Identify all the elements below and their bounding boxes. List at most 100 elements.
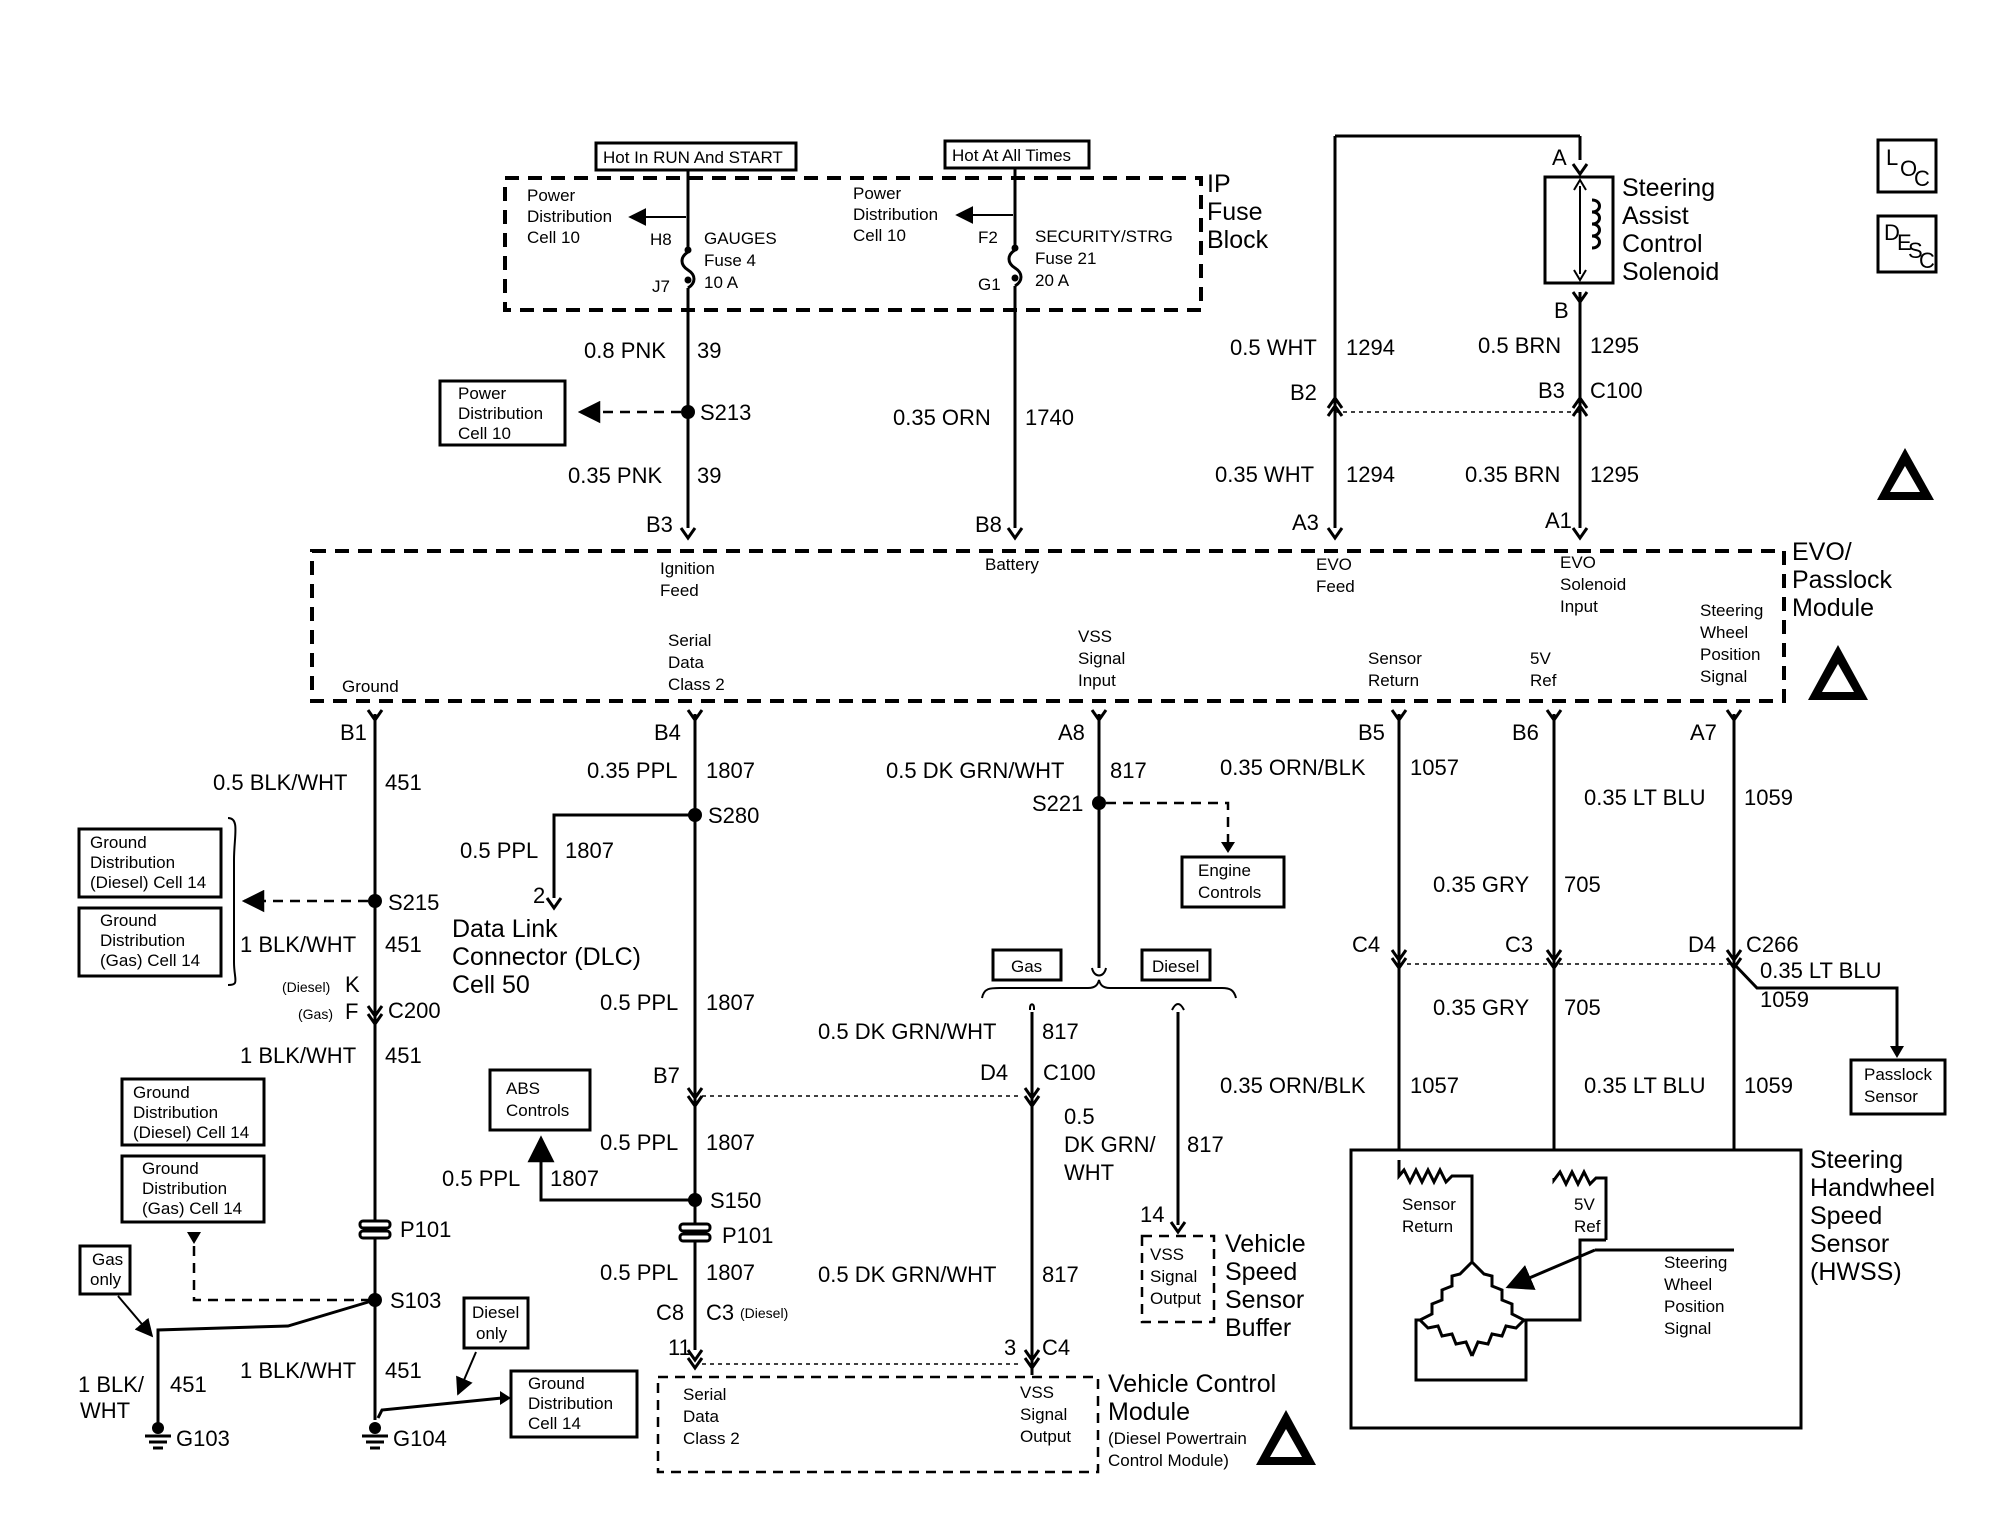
conn-b6: B6	[1512, 720, 1539, 745]
vcm-label-1: Vehicle Control	[1108, 1370, 1276, 1398]
vcm-serial-2: Data	[683, 1407, 719, 1426]
gd-diesel-b-1: Ground	[133, 1083, 190, 1102]
diesel-only-box	[462, 1296, 530, 1350]
vss-buffer	[1140, 1234, 1216, 1324]
wire-gry-b: 0.35 GRY	[1433, 995, 1530, 1020]
conn-vss-pin: 14	[1140, 1202, 1164, 1227]
gas-label: Gas	[1011, 957, 1042, 976]
conn-g103: G103	[176, 1426, 230, 1451]
gd-diesel-a-3: (Diesel) Cell 14	[90, 873, 206, 892]
wire-brn-035: 0.35 BRN	[1465, 462, 1560, 487]
ground-g104-icon	[362, 1422, 388, 1450]
conn-c8: C8	[656, 1300, 684, 1325]
gas-box	[991, 948, 1063, 982]
vcm-serial-1: Serial	[683, 1385, 726, 1404]
conn-c3d-note: (Diesel)	[740, 1305, 788, 1321]
wire-brn-05: 0.5 BRN	[1478, 333, 1561, 358]
hot-all-times-box	[943, 139, 1091, 170]
vcm-vss-2: Signal	[1020, 1405, 1067, 1424]
conn-f-note: (Gas)	[298, 1006, 333, 1022]
pd10-box-1: Power	[458, 384, 507, 403]
evo-feed-1: EVO	[1316, 555, 1352, 574]
gd14-1: Ground	[528, 1374, 585, 1393]
pd10-box-3: Cell 10	[458, 424, 511, 443]
gd-gas-b-3: (Gas) Cell 14	[142, 1199, 242, 1218]
gd-diesel-a-1: Ground	[90, 833, 147, 852]
gd-diesel-b-3: (Diesel) Cell 14	[133, 1123, 249, 1142]
hwss-label-1: Steering	[1810, 1146, 1903, 1174]
conn-c100-m: C100	[1043, 1060, 1096, 1085]
engine-1: Engine	[1198, 861, 1251, 880]
wire-c1059-c: 1059	[1744, 1073, 1793, 1098]
wire-ornblk-a: 0.35 ORN/BLK	[1220, 755, 1366, 780]
evo-sensor-ret-2: Return	[1368, 671, 1419, 690]
wire-blk-1: 1 BLK/	[78, 1372, 145, 1397]
splice-s213: S213	[700, 400, 751, 425]
evo-vss-2: Signal	[1078, 649, 1125, 668]
vss-buffer-inner-1: VSS	[1150, 1245, 1184, 1264]
abs-box	[488, 1068, 592, 1132]
vcm-serial-3: Class 2	[683, 1429, 740, 1448]
passlock-1: Passlock	[1864, 1065, 1933, 1084]
pd10-box-2: Distribution	[458, 404, 543, 423]
wire-ppl-035: 0.35 PPL	[587, 758, 678, 783]
fuse4-pin-in: H8	[650, 230, 672, 249]
evo-swps-4: Signal	[1700, 667, 1747, 686]
pd-cell-b-3: Cell 10	[853, 226, 906, 245]
gd-gas-a-2: Distribution	[100, 931, 185, 950]
evo-vref-2: Ref	[1530, 671, 1557, 690]
gd-gas-box-b	[120, 1154, 266, 1224]
pd-cell-a-1: Power	[527, 186, 576, 205]
wire-ppl-05-c: 0.5 PPL	[600, 1130, 678, 1155]
wire-ppl-05-a: 0.5 PPL	[460, 838, 538, 863]
sol-pin-b: B	[1554, 298, 1569, 323]
dlc-label-3: Cell 50	[452, 971, 530, 999]
diesel-only-1: Diesel	[472, 1303, 519, 1322]
conn-b4: B4	[654, 720, 681, 745]
evo-label-3: Module	[1792, 594, 1874, 622]
wire-c817-b: 817	[1042, 1019, 1079, 1044]
conn-b7: B7	[653, 1063, 680, 1088]
evo-serial-1: Serial	[668, 631, 711, 650]
wire-blkwht-1-b: 1 BLK/WHT	[240, 1043, 356, 1068]
ip-fuse-block-label-3: Block	[1207, 226, 1269, 254]
fuse21-pin-in: F2	[978, 228, 998, 247]
hot-run-start-label: Hot In RUN And START	[603, 148, 783, 167]
fuse4-fuse: Fuse 4	[704, 251, 756, 270]
conn-a3: A3	[1292, 510, 1319, 535]
evo-ignition-2: Feed	[660, 581, 699, 600]
wire-wht-05: 0.5 WHT	[1230, 335, 1317, 360]
abs-2: Controls	[506, 1101, 569, 1120]
hwss-swps-3: Position	[1664, 1297, 1724, 1316]
dlc-label-2: Connector (DLC)	[452, 943, 641, 971]
vss-buffer-inner-2: Signal	[1150, 1267, 1197, 1286]
gas-only-box	[78, 1244, 132, 1296]
fuse4-pin-out: J7	[652, 277, 670, 296]
vcm-sub-2: Control Module)	[1108, 1451, 1229, 1470]
wire-ltblu-c: 0.35 LT BLU	[1584, 1073, 1705, 1098]
evo-swps-1: Steering	[1700, 601, 1763, 620]
vcm-vss-3: Output	[1020, 1427, 1071, 1446]
conn-d4-m: D4	[980, 1060, 1008, 1085]
conn-b3: B3	[1538, 378, 1565, 403]
wire-ltblu-b: 0.35 LT BLU	[1760, 958, 1881, 983]
wire-c817-d: 817	[1042, 1262, 1079, 1287]
evo-label-1: EVO/	[1792, 538, 1852, 566]
wire-ltblu-a: 0.35 LT BLU	[1584, 785, 1705, 810]
wire-c1807-c: 1807	[706, 990, 755, 1015]
wire-blkwht-1-c: 1 BLK/WHT	[240, 1358, 356, 1383]
vss-buffer-label-1: Vehicle	[1225, 1230, 1306, 1258]
gd-gas-b-2: Distribution	[142, 1179, 227, 1198]
wire-c817-c: 817	[1187, 1132, 1224, 1157]
hwss-label-4: Sensor	[1810, 1230, 1889, 1258]
diesel-box	[1140, 948, 1212, 982]
wire-c1295-b: 1295	[1590, 462, 1639, 487]
sol-pin-a: A	[1552, 145, 1567, 170]
evo-swps-3: Position	[1700, 645, 1760, 664]
p101-connector-a	[358, 1219, 392, 1240]
gd-diesel-a-2: Distribution	[90, 853, 175, 872]
wire-c1807-e: 1807	[550, 1166, 599, 1191]
wire-dkgrn-05-b: 0.5 DK GRN/WHT	[818, 1019, 996, 1044]
conn-pin11: 11	[668, 1335, 691, 1360]
pd-cell-b-2: Distribution	[853, 205, 938, 224]
